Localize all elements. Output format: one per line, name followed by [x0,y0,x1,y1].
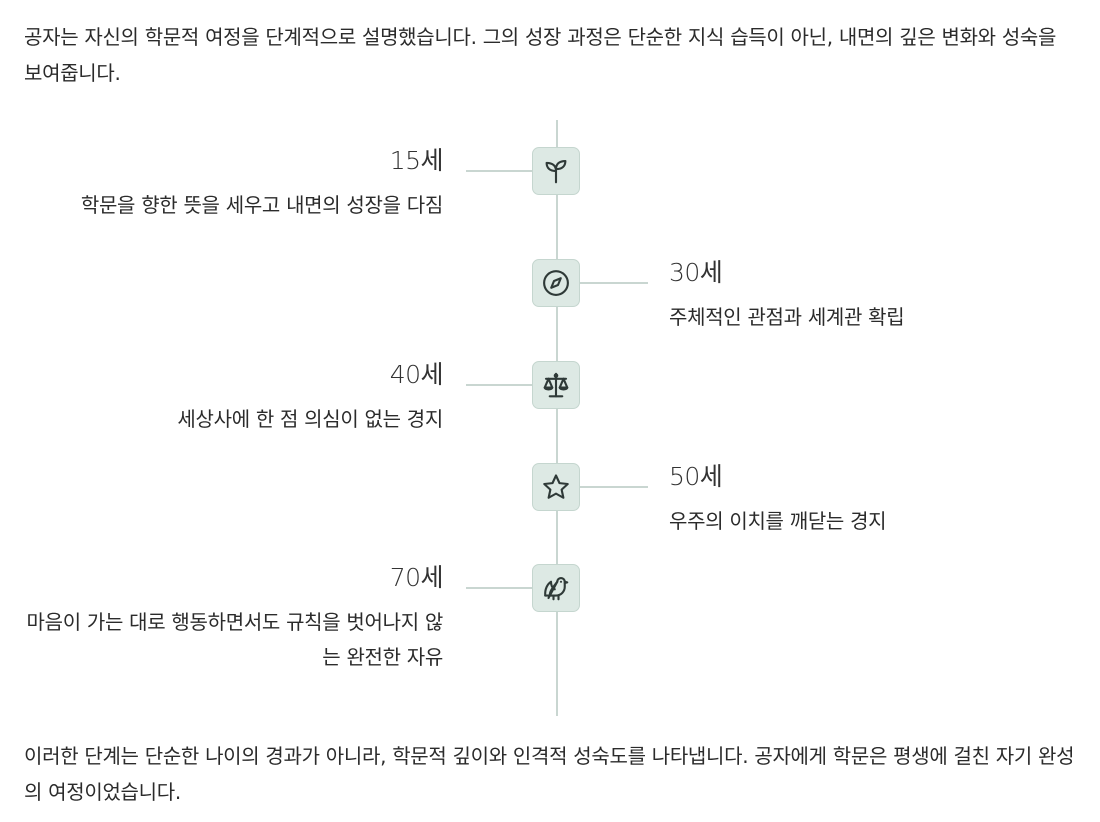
star-icon [543,474,569,499]
connector-line [466,384,532,386]
stage-age: 15세 [389,146,444,175]
intro-paragraph: 공자는 자신의 학문적 여정을 단계적으로 설명했습니다. 그의 성장 과정은 … [24,25,1057,85]
stage-description: 학문을 향한 뜻을 세우고 내면의 성장을 다짐 [80,193,443,217]
connector-line [580,486,648,488]
stage-node-70 [532,564,580,612]
stage-entry-50: 50세 우주의 이치를 깨닫는 경지 [669,462,1089,539]
scale-icon [543,372,569,398]
stage-age: 50세 [669,462,723,491]
compass-icon [543,270,569,296]
stage-entry-70: 70세 마음이 가는 대로 행동하면서도 규칙을 벗어나지 않는 완전한 자유 [23,563,444,675]
stage-age: 40세 [389,360,444,389]
stage-node-40 [532,361,580,409]
connector-line [466,587,532,589]
outro-paragraph: 이러한 단계는 단순한 나이의 경과가 아니라, 학문적 깊이와 인격적 성숙도… [24,744,1075,804]
stage-node-30 [532,259,580,307]
stage-entry-40: 40세 세상사에 한 점 의심이 없는 경지 [23,360,443,437]
stage-age: 70세 [389,563,444,592]
stage-node-15 [532,147,580,195]
stage-entry-15: 15세 학문을 향한 뜻을 세우고 내면의 성장을 다짐 [23,146,444,223]
connector-line [580,282,648,284]
stage-description: 마음이 가는 대로 행동하면서도 규칙을 벗어나지 않는 완전한 자유 [26,610,444,669]
stage-description: 우주의 이치를 깨닫는 경지 [669,509,887,533]
timeline-axis [556,120,558,716]
dove-icon [544,576,569,601]
connector-line [466,170,532,172]
sprout-icon [545,159,567,184]
stage-description: 세상사에 한 점 의심이 없는 경지 [177,407,443,431]
stage-node-50 [532,463,580,511]
stage-entry-30: 30세 주체적인 관점과 세계관 확립 [669,258,1089,335]
stage-age: 30세 [669,258,723,287]
stage-description: 주체적인 관점과 세계관 확립 [669,305,905,329]
